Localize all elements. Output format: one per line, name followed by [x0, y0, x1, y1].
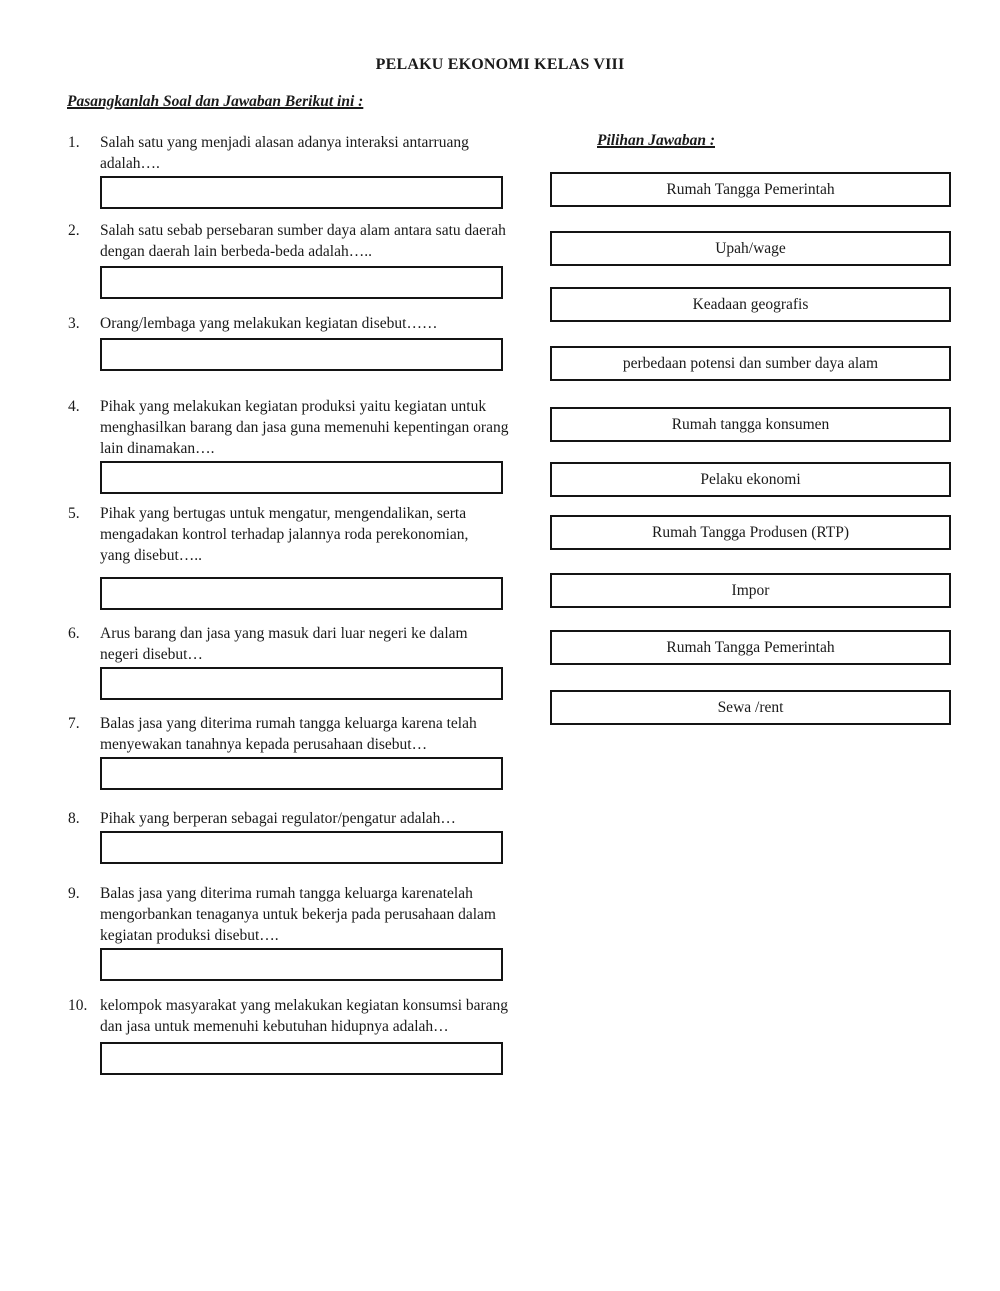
question-text: Arus barang dan jasa yang masuk dari lua…: [100, 625, 468, 663]
question-text: kelompok masyarakat yang melakukan kegia…: [100, 997, 509, 1035]
question-number: 8.: [68, 810, 80, 827]
answer-option-3[interactable]: Keadaan geografis: [550, 287, 951, 322]
question-item-5: 5. Pihak yang bertugas untuk mengatur, m…: [68, 503, 538, 610]
question-item-6: 6. Arus barang dan jasa yang masuk dari …: [68, 623, 538, 700]
answer-option-2[interactable]: Upah/wage: [550, 231, 951, 266]
question-4-answer-input[interactable]: [100, 461, 503, 494]
question-7-answer-input[interactable]: [100, 757, 503, 790]
question-3-answer-input[interactable]: [100, 338, 503, 371]
question-text: Pihak yang bertugas untuk mengatur, meng…: [100, 505, 469, 564]
question-10-answer-input[interactable]: [100, 1042, 503, 1075]
question-item-1: 1. Salah satu yang menjadi alasan adanya…: [68, 132, 538, 209]
question-1-answer-input[interactable]: [100, 176, 503, 209]
question-item-2: 2. Salah satu sebab persebaran sumber da…: [68, 220, 538, 299]
answer-option-4[interactable]: perbedaan potensi dan sumber daya alam: [550, 346, 951, 381]
question-number: 6.: [68, 625, 80, 642]
question-text: Balas jasa yang diterima rumah tangga ke…: [100, 715, 477, 753]
question-item-7: 7. Balas jasa yang diterima rumah tangga…: [68, 713, 538, 790]
answer-option-10[interactable]: Sewa /rent: [550, 690, 951, 725]
question-text: Salah satu yang menjadi alasan adanya in…: [100, 134, 469, 172]
question-5-answer-input[interactable]: [100, 577, 503, 610]
answer-option-1[interactable]: Rumah Tangga Pemerintah: [550, 172, 951, 207]
instruction-heading: Pasangkanlah Soal dan Jawaban Berikut in…: [67, 93, 364, 110]
question-text: Balas jasa yang diterima rumah tangga ke…: [100, 885, 496, 944]
question-number: 3.: [68, 315, 80, 332]
question-text: Orang/lembaga yang melakukan kegiatan di…: [100, 315, 438, 332]
question-number: 4.: [68, 398, 80, 415]
answer-option-9[interactable]: Rumah Tangga Pemerintah: [550, 630, 951, 665]
answer-option-5[interactable]: Rumah tangga konsumen: [550, 407, 951, 442]
question-number: 1.: [68, 134, 80, 151]
answer-options-heading: Pilihan Jawaban :: [597, 132, 715, 149]
question-2-answer-input[interactable]: [100, 266, 503, 299]
question-number: 2.: [68, 222, 80, 239]
question-9-answer-input[interactable]: [100, 948, 503, 981]
question-item-9: 9. Balas jasa yang diterima rumah tangga…: [68, 883, 538, 981]
page-title: PELAKU EKONOMI KELAS VIII: [375, 56, 625, 73]
question-text: Pihak yang berperan sebagai regulator/pe…: [100, 810, 456, 827]
question-item-4: 4. Pihak yang melakukan kegiatan produks…: [68, 396, 538, 494]
question-item-10: 10. kelompok masyarakat yang melakukan k…: [68, 995, 538, 1075]
answer-option-7[interactable]: Rumah Tangga Produsen (RTP): [550, 515, 951, 550]
question-text: Pihak yang melakukan kegiatan produksi y…: [100, 398, 509, 457]
question-8-answer-input[interactable]: [100, 831, 503, 864]
question-number: 7.: [68, 715, 80, 732]
question-text: Salah satu sebab persebaran sumber daya …: [100, 222, 506, 260]
question-number: 9.: [68, 885, 80, 902]
question-number: 5.: [68, 505, 80, 522]
question-item-8: 8. Pihak yang berperan sebagai regulator…: [68, 808, 538, 864]
answer-option-6[interactable]: Pelaku ekonomi: [550, 462, 951, 497]
question-6-answer-input[interactable]: [100, 667, 503, 700]
question-item-3: 3. Orang/lembaga yang melakukan kegiatan…: [68, 313, 538, 371]
answer-option-8[interactable]: Impor: [550, 573, 951, 608]
question-number: 10.: [68, 997, 88, 1014]
